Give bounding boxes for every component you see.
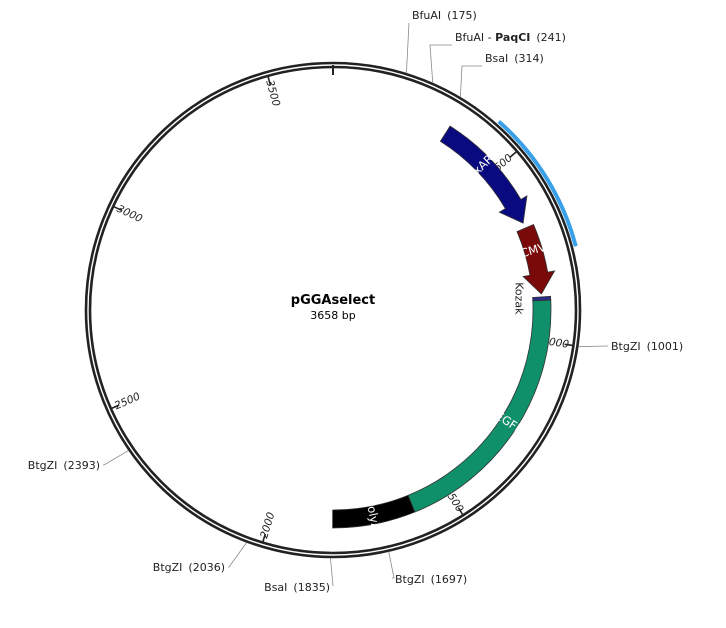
tick-mark <box>111 404 120 410</box>
site-name: BfuAI <box>412 9 441 22</box>
tick-label: 3000 <box>115 203 145 225</box>
tick-mark <box>564 343 573 347</box>
feature-label: PolyA <box>363 498 383 532</box>
feature-kozak[interactable]: Kozak <box>513 282 552 315</box>
site-leader-line <box>228 542 247 568</box>
site-name: BsaI <box>264 581 287 594</box>
site-leader-line <box>406 22 410 74</box>
site-leader-line <box>578 345 608 348</box>
site-name: BtgZI <box>395 573 425 586</box>
feature-label: Kozak <box>513 282 526 315</box>
tick-label: 2500 <box>113 390 143 412</box>
site-position: (1835) <box>293 581 330 594</box>
site-label[interactable]: BtgZI (2393) <box>28 459 100 472</box>
tick-label: 3500 <box>263 79 282 108</box>
site-label[interactable]: BtgZI (1697) <box>395 573 467 586</box>
site-label[interactable]: BtgZI (1001) <box>611 340 683 353</box>
feature-polya[interactable]: PolyA <box>332 494 416 532</box>
plasmid-name: pGGAselect <box>291 293 375 308</box>
site-leader-line <box>388 551 395 579</box>
site-label[interactable]: BtgZI (2036) <box>153 561 225 574</box>
highlight-layer <box>497 120 578 247</box>
site-position: (2393) <box>63 459 100 472</box>
feature-shape <box>439 125 528 224</box>
site-name-bold: PaqCI <box>495 31 530 44</box>
feature-cmv[interactable]: CMV <box>516 224 556 295</box>
feature-4xare[interactable]: 4xARE <box>439 125 528 224</box>
site-position: (1697) <box>431 573 468 586</box>
site-label[interactable]: BfuAI - PaqCI (241) <box>455 31 566 44</box>
site-leader-line <box>459 65 482 98</box>
site-position: (175) <box>447 9 477 22</box>
highlight-arc <box>497 120 578 247</box>
site-position: (2036) <box>188 561 225 574</box>
feature-shape <box>407 299 552 513</box>
tick-mark <box>267 76 272 85</box>
tick-mark <box>262 533 267 542</box>
site-leader-line <box>330 557 334 587</box>
tick-label: 2000 <box>258 511 277 540</box>
feature-egfp[interactable]: EGFP <box>407 299 552 513</box>
site-label[interactable]: BfuAI (175) <box>412 9 477 22</box>
site-position: (314) <box>514 52 544 65</box>
site-name: BsaI <box>485 52 508 65</box>
tick-mark <box>509 151 517 158</box>
feature-shape <box>332 494 416 529</box>
site-position: (1001) <box>647 340 684 353</box>
site-name: BtgZI <box>28 459 58 472</box>
site-name: BtgZI <box>611 340 641 353</box>
site-leader-line <box>429 44 452 83</box>
site-label[interactable]: BsaI (1835) <box>264 581 330 594</box>
site-label[interactable]: BsaI (314) <box>485 52 544 65</box>
site-layer: BfuAI (175) BfuAI - PaqCI (241) BsaI (314) Btg… <box>28 9 683 594</box>
feature-shape <box>516 224 556 295</box>
site-name: BfuAI - <box>455 31 495 44</box>
site-position: (241) <box>536 31 566 44</box>
backbone-circle <box>84 61 582 559</box>
tick-mark <box>457 507 464 515</box>
plasmid-length: 3658 bp <box>310 309 355 322</box>
tick-mark <box>113 206 122 211</box>
site-leader-line <box>103 450 129 466</box>
site-name: BtgZI <box>153 561 183 574</box>
